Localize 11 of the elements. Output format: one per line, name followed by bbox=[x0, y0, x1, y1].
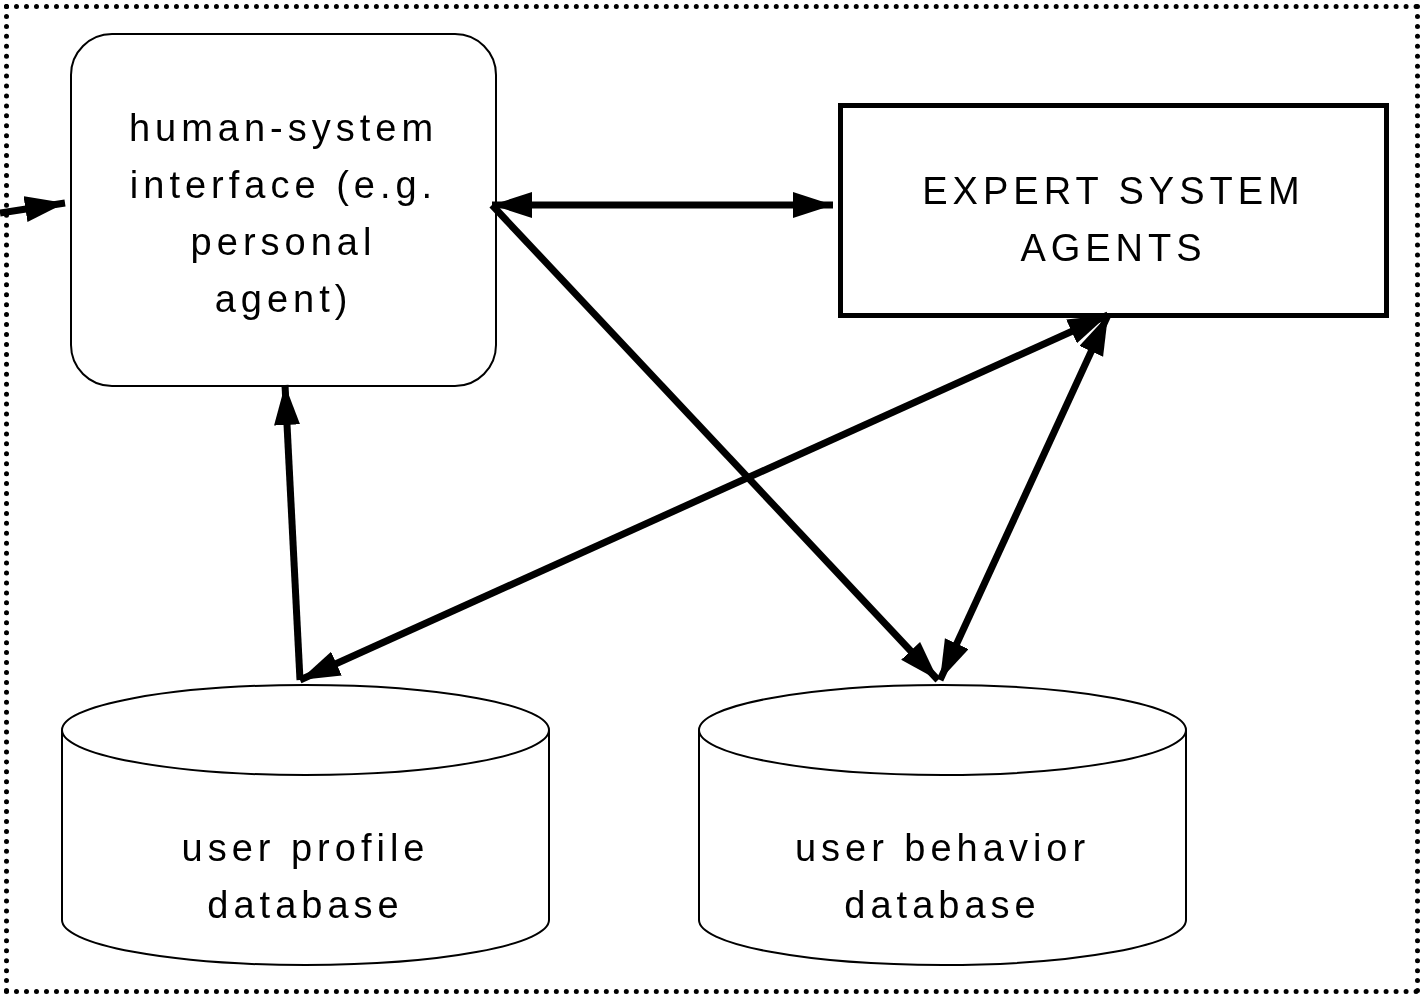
arrow bbox=[0, 196, 66, 222]
database-label: user behavior database bbox=[793, 826, 1092, 928]
arrow bbox=[274, 384, 304, 681]
interface-label: human-system interface (e.g. personal agent) bbox=[127, 106, 440, 322]
database-label: user profile database bbox=[180, 826, 431, 928]
system-boundary bbox=[4, 4, 1420, 994]
arrow bbox=[298, 311, 1110, 684]
interface-box bbox=[70, 33, 497, 387]
agent-label: EXPERT SYSTEM AGENTS bbox=[921, 169, 1306, 271]
arrow bbox=[489, 202, 941, 683]
agent-box bbox=[838, 103, 1389, 318]
